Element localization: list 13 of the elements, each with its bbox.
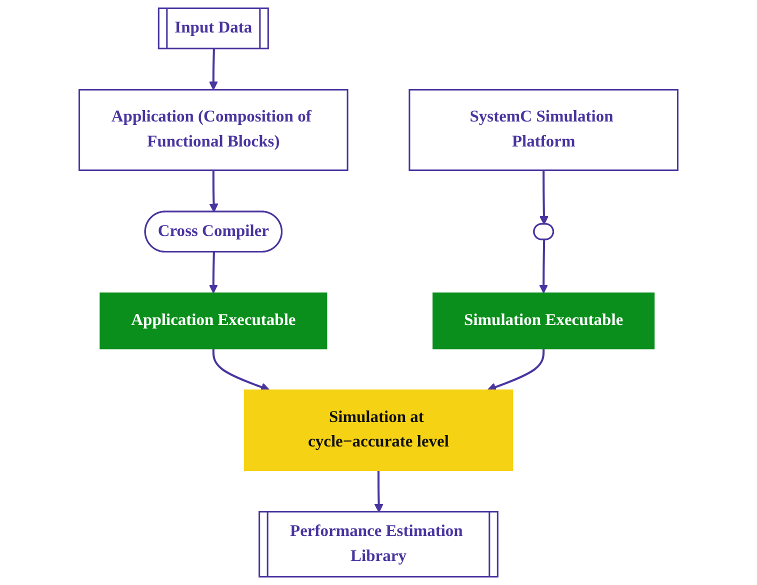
arrow: [212, 348, 270, 392]
node-box: Application Executable: [100, 292, 328, 350]
arrow: [374, 470, 384, 513]
arrow: [487, 348, 545, 392]
arrow: [209, 170, 218, 212]
node-box: Application (Composition of Functional Blocks): [78, 88, 348, 172]
arrow: [539, 170, 548, 225]
node-box: SystemC Simulation Platform: [408, 88, 678, 172]
node-box: Simulation Executable: [432, 292, 655, 350]
arrow: [539, 240, 548, 294]
node-box: Simulation at cycle−accurate level: [244, 389, 514, 471]
arrow: [208, 252, 218, 294]
arrow: [208, 48, 218, 90]
